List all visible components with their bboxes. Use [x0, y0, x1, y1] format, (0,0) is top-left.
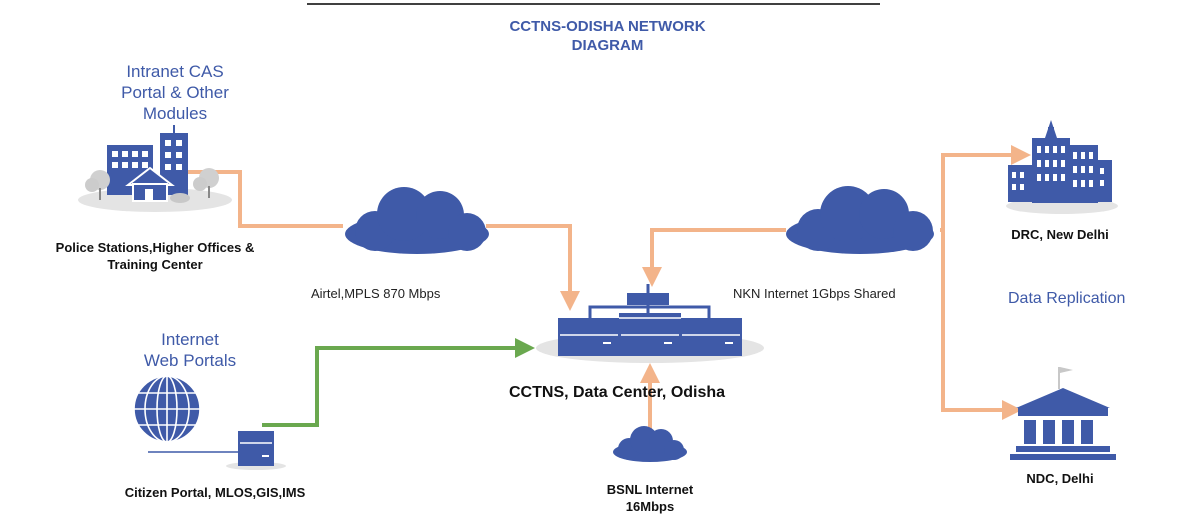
link-to-drc [941, 145, 1031, 230]
internet-line-1: Internet [161, 330, 219, 349]
title-line-2: DIAGRAM [571, 37, 644, 54]
airtel-mpls-label: Airtel,MPLS 870 Mbps [311, 286, 441, 301]
intranet-line-3: Modules [142, 104, 208, 123]
intranet-label: Intranet CAS Portal & Other Modules [90, 61, 260, 124]
link-nkn-to-datacenter [642, 228, 786, 287]
police-line-1: Police Stations,Higher Offices & [55, 240, 255, 255]
police-line-2: Training Center [107, 257, 203, 272]
nkn-cloud-icon [786, 186, 934, 254]
internet-line-2: Web Portals [143, 351, 237, 370]
internet-web-portals-label: Internet Web Portals [125, 329, 255, 371]
drc-label: DRC, New Delhi [1011, 227, 1109, 242]
citizen-portal-label: Citizen Portal, MLOS,GIS,IMS [124, 485, 306, 500]
police-stations-label: Police Stations,Higher Offices & Trainin… [0, 239, 310, 273]
ndc-label: NDC, Delhi [1026, 471, 1094, 486]
airtel-cloud-icon [345, 187, 489, 254]
bsnl-line-1: BSNL Internet [606, 482, 694, 497]
data-replication-label: Data Replication [1008, 290, 1126, 307]
bsnl-internet-label: BSNL Internet 16Mbps [580, 481, 720, 515]
link-internet-to-datacenter [262, 338, 535, 427]
title-line-1: CCTNS-ODISHA NETWORK [509, 18, 706, 35]
bsnl-line-2: 16Mbps [625, 499, 675, 514]
data-center-label: CCTNS, Data Center, Odisha [509, 384, 726, 401]
link-airtel-to-datacenter [486, 224, 580, 311]
diagram-title: CCTNS-ODISHA NETWORK DIAGRAM [500, 17, 715, 55]
nkn-internet-label: NKN Internet 1Gbps Shared [733, 286, 896, 301]
link-to-ndc [941, 230, 1022, 420]
globe-icon [133, 375, 238, 453]
police-station-icon [78, 125, 232, 212]
bsnl-cloud-icon [613, 426, 687, 462]
intranet-line-2: Portal & Other [121, 83, 229, 102]
drc-buildings-icon [1006, 120, 1118, 214]
intranet-line-1: Intranet CAS [126, 62, 224, 81]
data-center-icon [536, 284, 764, 363]
web-server-icon [226, 431, 286, 470]
ndc-building-icon [1010, 367, 1116, 460]
